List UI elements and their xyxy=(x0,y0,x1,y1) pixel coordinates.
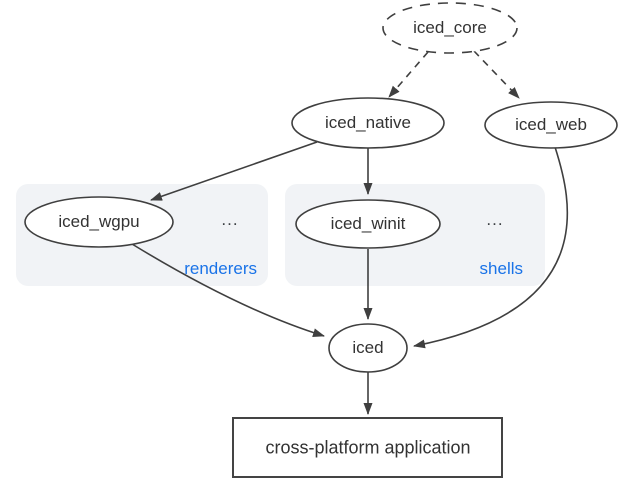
renderers-group-label: renderers xyxy=(184,259,257,278)
edge-iced-native-to-iced-wgpu xyxy=(150,141,318,201)
node-label-iced-wgpu: iced_wgpu xyxy=(58,212,140,231)
node-ellipse-iced-web xyxy=(484,101,618,149)
node-label-iced-winit: iced_winit xyxy=(330,214,406,233)
renderers-ellipsis: ... xyxy=(221,210,239,229)
shells-group-label: shells xyxy=(479,259,523,278)
node-label-application: cross-platform application xyxy=(265,437,471,458)
edge-iced-core-to-iced-web xyxy=(473,50,520,99)
node-ellipse-iced-native xyxy=(291,97,445,149)
node-label-iced-native: iced_native xyxy=(324,113,412,132)
node-label-iced: iced xyxy=(352,338,384,357)
node-rect-application xyxy=(232,417,503,478)
node-label-iced-core: iced_core xyxy=(413,18,487,37)
edge-iced-web-to-iced xyxy=(413,146,569,349)
edge-iced-core-to-iced-native xyxy=(388,51,429,98)
node-ellipse-iced-winit xyxy=(295,199,441,249)
node-label-iced-web: iced_web xyxy=(515,115,587,134)
shells-ellipsis: ... xyxy=(486,210,504,229)
node-ellipse-iced-wgpu xyxy=(24,196,174,248)
node-ellipse-iced xyxy=(328,323,408,373)
node-ellipse-iced-core xyxy=(382,2,518,54)
edge-iced-wgpu-to-iced xyxy=(131,243,325,338)
